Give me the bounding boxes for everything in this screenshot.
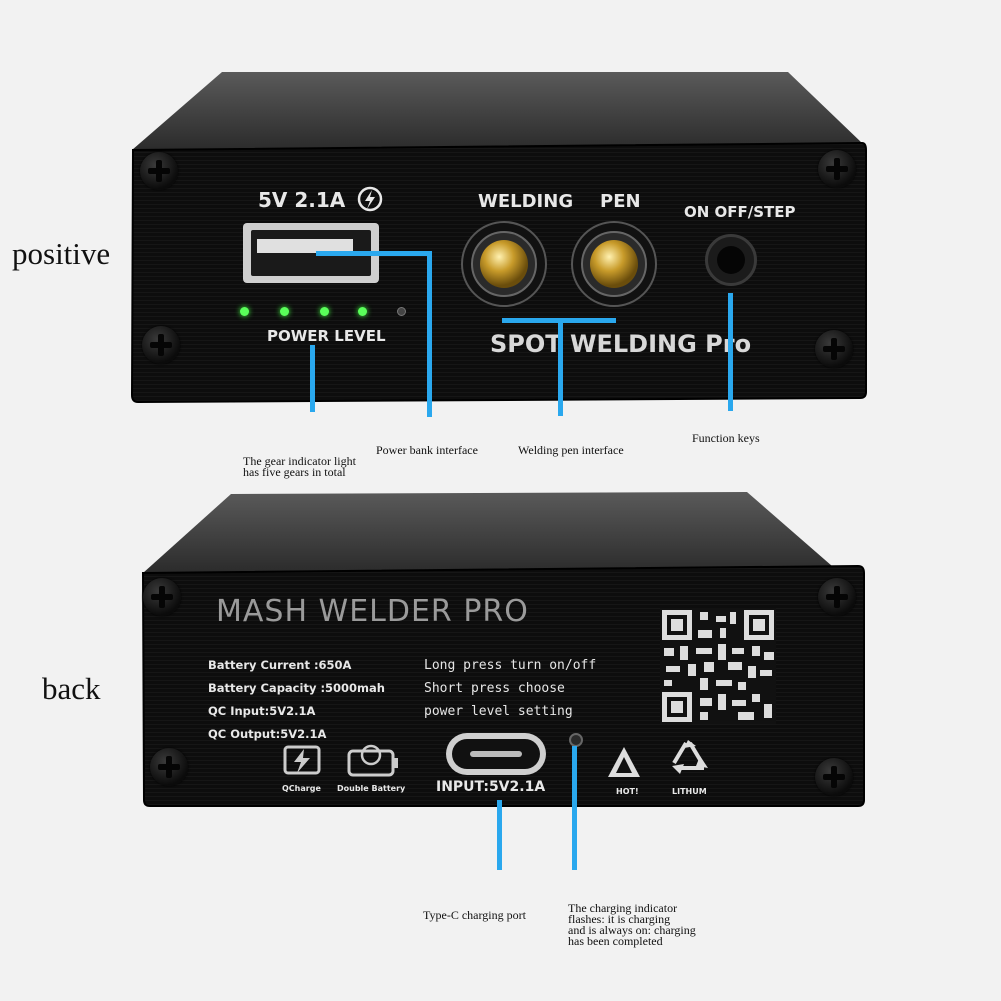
back-screw-top-right	[818, 578, 856, 616]
spec-battery-capacity: Battery Capacity :5000mah	[208, 681, 385, 695]
back-screw-bottom-right	[815, 758, 853, 796]
power-level-label: POWER LEVEL	[267, 327, 386, 345]
gear-indicator-pointer	[310, 345, 315, 412]
power-led-1	[240, 307, 249, 316]
charging-indicator-callout: The charging indicator flashes: it is ch…	[568, 901, 696, 948]
power-bank-callout: Power bank interface	[376, 443, 478, 457]
function-keys-pointer	[728, 293, 733, 411]
double-battery-icon	[347, 744, 398, 777]
gear-indicator-callout: The gear indicator light has five gears …	[243, 454, 356, 479]
front-device-top	[132, 72, 862, 150]
instruction-line-2: Short press choose	[424, 681, 565, 696]
double-battery-label: Double Battery	[337, 784, 406, 793]
function-keys-callout: Function keys	[692, 431, 760, 445]
spec-qc-output: QC Output:5V2.1A	[208, 727, 327, 741]
brand-line: SPOT WELDING Pro	[490, 330, 752, 358]
charging-indicator-pointer	[572, 746, 577, 870]
power-led-3	[320, 307, 329, 316]
spec-qc-input: QC Input:5V2.1A	[208, 704, 316, 718]
front-screw-bottom-left	[142, 326, 180, 364]
power-bank-pointer-h	[316, 251, 430, 256]
welding-pen-callout: Welding pen interface	[518, 443, 624, 457]
instruction-line-1: Long press turn on/off	[424, 658, 597, 673]
type-c-pointer	[497, 800, 502, 870]
power-led-4	[358, 307, 367, 316]
instruction-line-3: power level setting	[424, 704, 573, 719]
power-led-5	[397, 307, 406, 316]
qcharge-label: QCharge	[282, 784, 321, 793]
type-c-port[interactable]	[446, 733, 546, 775]
front-screw-top-left	[140, 152, 178, 190]
welding-pen-pointer-v	[558, 318, 563, 416]
back-device-top	[143, 492, 832, 573]
power-bank-pointer-v	[427, 251, 432, 417]
spec-battery-current: Battery Current :650A	[208, 658, 352, 672]
welding-pen-connectors	[461, 221, 657, 307]
input-label: INPUT:5V2.1A	[436, 779, 546, 795]
back-title: MASH WELDER PRO	[216, 594, 529, 629]
instructions: Long press turn on/off Short press choos…	[424, 654, 596, 723]
charging-indicator-led	[569, 733, 583, 747]
on-off-step-label: ON OFF/STEP	[684, 203, 796, 221]
lithium-label: LITHUM	[672, 787, 707, 796]
recycle-icon	[672, 740, 708, 774]
back-screw-bottom-left	[150, 748, 188, 786]
function-key-button[interactable]	[705, 234, 757, 286]
back-side-label: back	[42, 671, 101, 706]
welding-pen-connector-right[interactable]	[571, 221, 657, 307]
usb-rating: 5V 2.1A	[258, 188, 346, 212]
usb-port[interactable]	[243, 223, 379, 283]
spec-list: Battery Current :650A Battery Capacity :…	[208, 654, 385, 746]
power-led-2	[280, 307, 289, 316]
hot-warning-icon	[608, 747, 640, 777]
qr-code	[660, 608, 776, 724]
pen-label: PEN	[600, 191, 641, 212]
front-side-label: positive	[12, 236, 111, 271]
welding-pen-connector-left[interactable]	[461, 221, 547, 307]
front-screw-top-right	[818, 150, 856, 188]
hot-label: HOT!	[616, 787, 639, 796]
lightning-icon	[357, 186, 383, 212]
qcharge-icon	[283, 745, 321, 775]
front-screw-bottom-right	[815, 330, 853, 368]
type-c-callout: Type-C charging port	[423, 908, 526, 922]
welding-label: WELDING	[478, 191, 574, 212]
back-screw-top-left	[143, 578, 181, 616]
